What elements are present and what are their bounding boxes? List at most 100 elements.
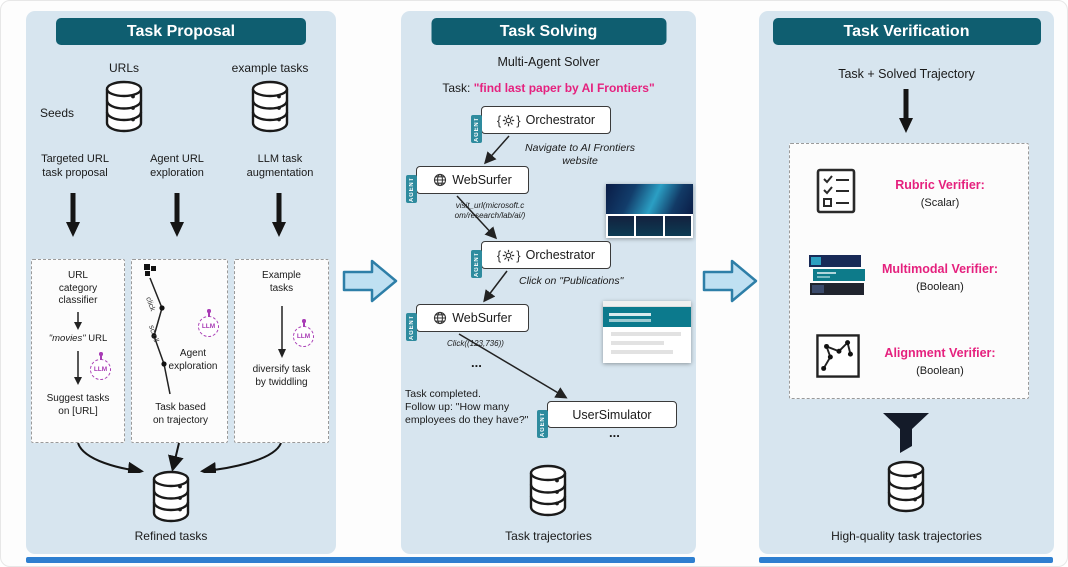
high-quality-trajectories-label: High-quality task trajectories (831, 529, 982, 543)
bottom-strip-right (759, 557, 1053, 563)
screenshot-publications (603, 301, 691, 363)
col-agent-exploration-label: Agent URL exploration (150, 153, 204, 179)
database-icon-refined-tasks (148, 469, 194, 528)
down-arrow (899, 89, 913, 133)
globe-icon (433, 173, 447, 187)
screenshot-banner (603, 307, 691, 327)
task-prefix: Task: (442, 81, 474, 95)
llm-augmentation-box: Example tasks LLM diversify task by twid… (234, 259, 329, 443)
diversify-task-label: diversify task by twiddling (252, 364, 311, 388)
url-category-classifier-label: URL category classifier (58, 270, 98, 306)
verifiers-box: Rubric Verifier: (Scalar) Multimodal Ver… (789, 143, 1029, 399)
example-tasks-label: example tasks (231, 61, 309, 75)
multimodal-verifier-name: Multimodal Verifier: (882, 262, 998, 276)
down-arrow (170, 193, 184, 237)
agent-tag: AGENT (406, 313, 417, 341)
exploration-trajectory-graphic: click scroll (144, 264, 171, 395)
websurfer-label: WebSurfer (452, 173, 512, 187)
movies-url-label: "movies" URL (48, 333, 108, 344)
agent-tag: AGENT (471, 115, 482, 143)
usersimulator-box: AGENT UserSimulator (537, 401, 677, 438)
screenshot-hero (606, 184, 693, 214)
completion-note: Task completed. Follow up: "How many emp… (405, 388, 529, 427)
col-llm-augmentation-label: LLM task augmentation (246, 153, 314, 179)
alignment-verifier-block: Alignment Verifier: (Boolean) (864, 346, 1016, 378)
websurfer-box-1: AGENT WebSurfer (406, 166, 529, 203)
task-proposal-title: Task Proposal (56, 18, 306, 45)
task-verification-title: Task Verification (772, 18, 1041, 45)
screenshot-tiles (606, 214, 693, 238)
llm-icon: LLM (293, 319, 314, 347)
note-click-publications: Click on "Publications" (519, 275, 624, 287)
rubric-verifier-name: Rubric Verifier: (895, 178, 985, 192)
agent-tag: AGENT (471, 250, 482, 278)
small-down-arrow (74, 351, 82, 385)
flow-arrow-solving-to-verification (702, 259, 758, 303)
database-icon-example-tasks (247, 79, 293, 138)
database-icon-high-quality-trajectories (883, 459, 929, 518)
flow-arrow-proposal-to-solving (342, 259, 398, 303)
task-solving-title: Task Solving (431, 18, 666, 45)
trajectory-icon (816, 334, 860, 378)
task-line: Task: "find last paper by AI Frontiers" (401, 81, 696, 96)
small-down-arrow (74, 312, 82, 330)
agent-tag: AGENT (537, 410, 548, 438)
screenshot-ai-frontiers (606, 184, 693, 238)
agent-exploration-box: click scroll LLM Agent exploration Task … (131, 259, 228, 443)
urls-label: URLs (108, 61, 139, 75)
action-click-coords: Click((123,736)) (447, 339, 504, 348)
llm-icon: LLM (198, 309, 219, 337)
ellipsis: ... (471, 355, 482, 370)
globe-icon (433, 311, 447, 325)
refined-tasks-label: Refined tasks (134, 529, 208, 543)
gear-icon: {} (496, 112, 521, 128)
gear-icon: {} (496, 247, 521, 263)
converging-arrows (77, 443, 282, 473)
solver-connectors (456, 135, 568, 399)
small-down-arrow (278, 306, 286, 358)
websurfer-label: WebSurfer (452, 311, 512, 325)
task-based-on-trajectory-label: Task based on trajectory (152, 402, 209, 426)
rubric-verifier-type: (Scalar) (920, 196, 960, 209)
ellipsis: ... (609, 425, 620, 440)
note-navigate: Navigate to AI Frontiers website (525, 142, 635, 168)
task-text: "find last paper by AI Frontiers" (473, 81, 655, 95)
multi-agent-solver-label: Multi-Agent Solver (497, 55, 600, 69)
down-arrow (272, 193, 286, 237)
scroll-label: scroll (147, 324, 161, 344)
multimodal-verifier-block: Multimodal Verifier: (Boolean) (864, 262, 1016, 294)
screenshots-stack-icon (809, 255, 865, 295)
alignment-verifier-name: Alignment Verifier: (884, 346, 996, 360)
panel-task-verification: Task Verification Task + Solved Trajecto… (759, 11, 1054, 554)
orchestrator-box-2: AGENT {} Orchestrator (471, 241, 611, 278)
usersimulator-label: UserSimulator (572, 407, 652, 422)
screenshot-topbar (603, 301, 691, 307)
seeds-label: Seeds (40, 106, 75, 120)
checklist-icon (816, 168, 856, 214)
websurfer-box-2: AGENT WebSurfer (406, 304, 529, 341)
orchestrator-label: Orchestrator (525, 248, 596, 262)
panel-task-solving: Task Solving Multi-Agent Solver Task: "f… (401, 11, 696, 554)
llm-icon: LLM (90, 352, 111, 380)
suggest-tasks-label: Suggest tasks on [URL] (46, 393, 110, 417)
task-trajectories-label: Task trajectories (505, 529, 592, 543)
database-icon-task-trajectories (525, 463, 571, 522)
agent-tag: AGENT (406, 175, 417, 203)
down-arrow (66, 193, 80, 237)
agent-exploration-label: Agent exploration (168, 348, 218, 372)
col-targeted-url-label: Targeted URL task proposal (41, 153, 109, 179)
database-icon-urls (101, 79, 147, 138)
bottom-strip-left (26, 557, 695, 563)
targeted-url-flow-box: URL category classifier "movies" URL LLM… (31, 259, 125, 443)
multimodal-verifier-type: (Boolean) (916, 280, 964, 293)
orchestrator-label: Orchestrator (525, 113, 596, 127)
panel-task-proposal: Task Proposal URLs example tasks Seeds T… (26, 11, 336, 554)
example-tasks-step-label: Example tasks (262, 270, 301, 294)
alignment-verifier-type: (Boolean) (916, 364, 964, 377)
funnel-icon (883, 413, 929, 453)
rubric-verifier-block: Rubric Verifier: (Scalar) (864, 178, 1016, 210)
orchestrator-box-1: AGENT {} Orchestrator (471, 106, 611, 143)
task-solved-trajectory-label: Task + Solved Trajectory (838, 67, 975, 81)
click-label: click (144, 296, 158, 313)
